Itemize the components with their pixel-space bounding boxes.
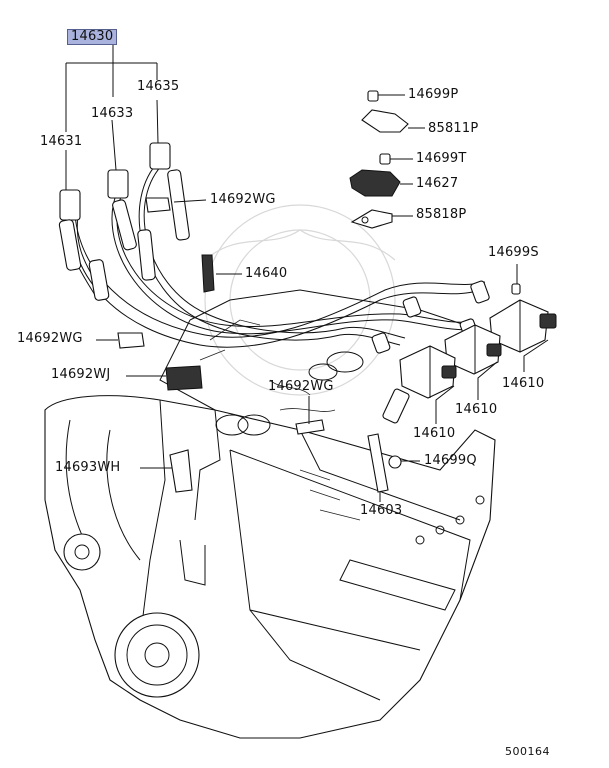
part-label-14692wg-a[interactable]: 14692WG [210,192,276,207]
assembly-label-14630[interactable]: 14630 [67,29,118,45]
part-label-14603[interactable]: 14603 [360,503,403,518]
part-label-14610-b[interactable]: 14610 [455,402,498,417]
part-label-14610-c[interactable]: 14610 [413,426,456,441]
ignition-coils [382,299,557,424]
document-number: 500164 [505,745,550,758]
part-label-14693wh[interactable]: 14693WH [55,460,121,475]
part-label-14610-a[interactable]: 14610 [502,376,545,391]
part-label-14640[interactable]: 14640 [245,266,288,281]
part-label-85811p[interactable]: 85811P [428,121,479,136]
part-label-85818p[interactable]: 85818P [416,207,467,222]
part-label-14633[interactable]: 14633 [91,106,134,121]
small-parts [117,90,521,493]
part-label-14699p[interactable]: 14699P [408,87,459,102]
part-label-14627[interactable]: 14627 [416,176,459,191]
part-label-14699q[interactable]: 14699Q [424,453,477,468]
part-label-14631[interactable]: 14631 [40,134,83,149]
spark-plug-cables [58,142,490,354]
leader-lines [65,45,549,502]
part-label-14699s[interactable]: 14699S [488,245,539,260]
part-label-14692wg-c[interactable]: 14692WG [268,379,334,394]
part-label-14635[interactable]: 14635 [137,79,180,94]
part-label-14699t[interactable]: 14699T [416,151,467,166]
part-label-14692wj[interactable]: 14692WJ [51,367,111,382]
part-label-14692wg-b[interactable]: 14692WG [17,331,83,346]
